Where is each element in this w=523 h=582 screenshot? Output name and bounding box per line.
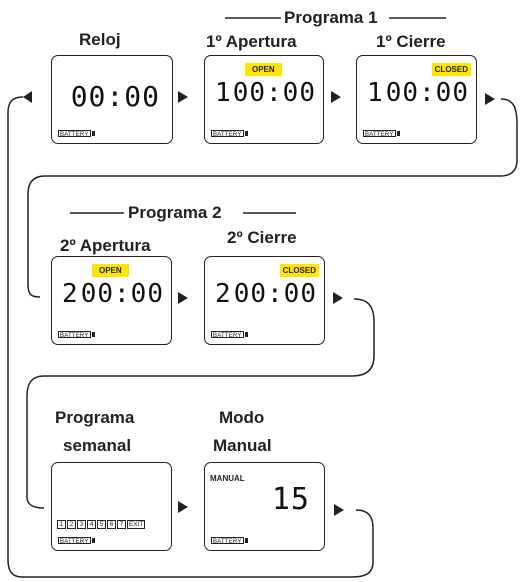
program1-open-label: 1º Apertura: [206, 32, 297, 51]
battery-indicator: BATTERY: [58, 129, 95, 138]
program2-close-label: 2º Cierre: [227, 228, 297, 247]
program1-close-time: 00:00: [385, 78, 469, 108]
weekday-box: 7: [117, 520, 126, 529]
open-badge: OPEN: [245, 63, 282, 76]
program1-close-screen: CLOSED 1 00:00 BATTERY: [356, 55, 477, 144]
battery-indicator: BATTERY: [211, 129, 248, 138]
battery-indicator: BATTERY: [211, 536, 248, 545]
open-badge: OPEN: [92, 264, 129, 277]
flow-connectors: [7, 17, 518, 578]
program2-open-screen: OPEN 2 00:00 BATTERY: [51, 256, 172, 345]
weekday-box: 5: [97, 520, 106, 529]
connector-loop-back: [7, 96, 374, 578]
program2-close-screen: CLOSED 2 00:00 BATTERY: [204, 256, 325, 345]
weekday-box: EXIT: [127, 520, 146, 529]
closed-badge: CLOSED: [431, 63, 471, 76]
program2-open-label: 2º Apertura: [60, 236, 151, 255]
manual-label-line2: Manual: [213, 436, 272, 455]
weekday-box: 6: [107, 520, 116, 529]
battery-indicator: BATTERY: [363, 129, 400, 138]
arrow-clock-to-open1: [178, 91, 188, 103]
program1-open-screen: OPEN 1 00:00 BATTERY: [204, 55, 324, 144]
manual-tag: MANUAL: [210, 474, 245, 483]
weekday-box: 2: [67, 520, 76, 529]
manual-label-line1: Modo: [219, 408, 265, 427]
arrow-close2-out: [333, 292, 343, 304]
weekly-label-line1: Programa: [55, 408, 135, 427]
weekday-box: 4: [87, 520, 96, 529]
battery-indicator: BATTERY: [211, 330, 248, 339]
arrow-weekly-to-manual: [178, 501, 188, 513]
arrow-close1-out: [485, 93, 495, 105]
program1-close-label: 1º Cierre: [376, 32, 446, 51]
flow-arrowheads: [23, 91, 495, 516]
program-number: 1: [215, 78, 231, 108]
program2-close-time: 00:00: [233, 279, 317, 309]
clock-screen: 00:00 BATTERY: [51, 55, 173, 144]
battery-indicator: BATTERY: [58, 330, 95, 339]
clock-time: 00:00: [70, 80, 160, 113]
arrow-into-clock: [23, 91, 32, 103]
arrow-open1-to-close1: [331, 91, 341, 103]
program-number: 2: [215, 279, 231, 309]
arrow-manual-out: [334, 504, 344, 516]
battery-indicator: BATTERY: [58, 536, 95, 545]
program-number: 1: [367, 78, 383, 108]
closed-badge: CLOSED: [279, 264, 319, 277]
program-number: 2: [62, 279, 78, 309]
weekday-box: 1: [57, 520, 66, 529]
program2-open-time: 00:00: [80, 279, 164, 309]
connector-row1-row2: [27, 98, 518, 298]
clock-label: Reloj: [79, 30, 121, 49]
manual-value: 15: [271, 482, 310, 517]
program1-open-time: 00:00: [232, 78, 316, 108]
weekday-box: 3: [77, 520, 86, 529]
arrow-open2-to-close2: [178, 292, 188, 304]
manual-mode-screen: MANUAL 15 BATTERY: [204, 462, 325, 551]
programa2-heading: Programa 2: [128, 203, 222, 222]
weekly-label-line2: semanal: [63, 436, 132, 455]
connector-row2-row3: [26, 298, 375, 509]
programa1-heading: Programa 1: [284, 8, 378, 27]
